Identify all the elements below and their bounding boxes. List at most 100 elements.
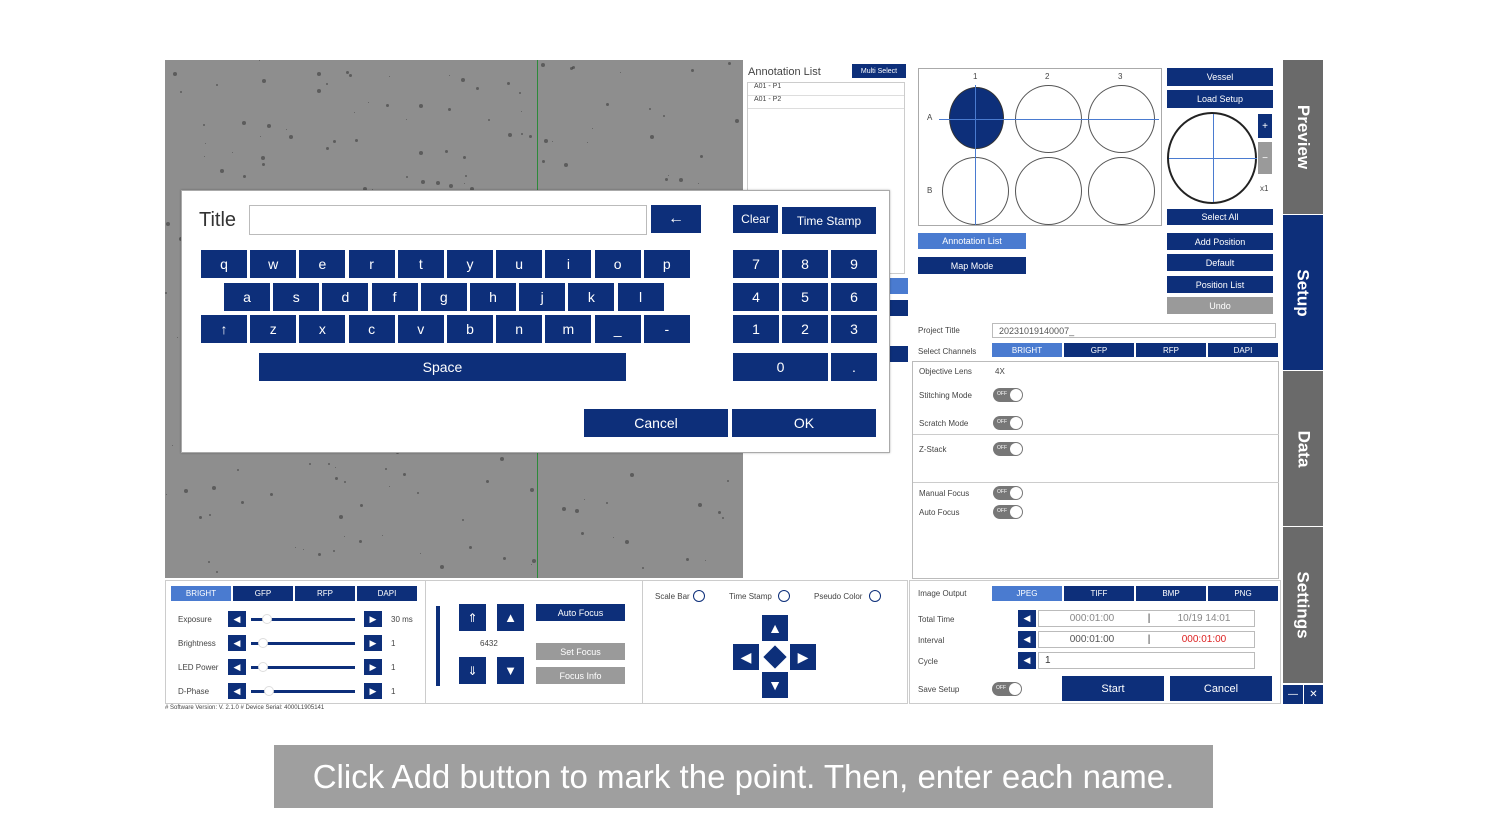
numpad-key-2[interactable]: 2 (782, 315, 828, 343)
well-detail-view[interactable] (1167, 112, 1257, 204)
key-1-row3[interactable]: z (250, 315, 297, 343)
auto-focus-button[interactable]: Auto Focus (536, 604, 625, 621)
undo-button[interactable]: Undo (1167, 297, 1273, 314)
stitching-toggle[interactable]: OFF (993, 388, 1023, 402)
clear-button[interactable]: Clear (733, 205, 778, 233)
focus-coarse-down-button[interactable]: ⇓ (459, 657, 486, 684)
close-button[interactable]: ✕ (1304, 685, 1323, 704)
ctrl-tab-gfp[interactable]: GFP (233, 586, 293, 601)
key-5-row1[interactable]: y (447, 250, 493, 278)
slider-thumb[interactable] (264, 686, 274, 696)
decrease-button[interactable]: ◀ (228, 683, 246, 699)
move-up-button[interactable]: ▲ (762, 615, 788, 641)
title-input[interactable] (249, 205, 647, 235)
slider-track[interactable] (251, 666, 355, 669)
key-1-row2[interactable]: s (273, 283, 320, 311)
dialog-ok-button[interactable]: OK (732, 409, 876, 437)
well-b3[interactable] (1088, 157, 1155, 225)
setup-cancel-button[interactable]: Cancel (1170, 676, 1272, 701)
format-tab-png[interactable]: PNG (1208, 586, 1278, 601)
key-1-row1[interactable]: w (250, 250, 297, 278)
decrease-button[interactable]: ◀ (228, 611, 246, 627)
select-all-button[interactable]: Select All (1167, 209, 1273, 225)
numpad-key-4[interactable]: 4 (733, 282, 779, 311)
annotation-item-1[interactable]: A01 - P1 (748, 83, 904, 96)
numpad-key-dot[interactable]: . (831, 353, 877, 381)
key-3-row3[interactable]: c (348, 315, 395, 343)
move-right-button[interactable]: ▶ (790, 644, 816, 670)
key-7-row3[interactable]: m (545, 315, 592, 343)
channel-tab-dapi[interactable]: DAPI (1208, 343, 1278, 357)
channel-tab-gfp[interactable]: GFP (1064, 343, 1134, 357)
multi-select-button[interactable]: Multi Select (852, 64, 906, 78)
load-setup-button[interactable]: Load Setup (1167, 90, 1273, 108)
numpad-key-0[interactable]: 0 (733, 353, 828, 381)
set-focus-button[interactable]: Set Focus (536, 643, 625, 660)
key-0-row1[interactable]: q (201, 250, 247, 278)
ctrl-tab-dapi[interactable]: DAPI (357, 586, 417, 601)
key-6-row3[interactable]: n (496, 315, 543, 343)
interval-field[interactable]: 000:01:00 | 000:01:00 (1038, 631, 1255, 648)
cycle-decrease-button[interactable]: ◀ (1018, 652, 1036, 669)
key-4-row2[interactable]: g (420, 283, 467, 311)
format-tab-bmp[interactable]: BMP (1136, 586, 1206, 601)
increase-button[interactable]: ▶ (364, 659, 382, 675)
scale-bar-radio[interactable] (693, 590, 705, 602)
slider-track[interactable] (251, 642, 355, 645)
slider-thumb[interactable] (262, 614, 272, 624)
numpad-key-6[interactable]: 6 (831, 282, 877, 311)
slider-thumb[interactable] (258, 638, 268, 648)
key-2-row3[interactable]: x (299, 315, 346, 343)
increase-button[interactable]: ▶ (364, 611, 382, 627)
plate-map[interactable]: 1 2 3 A B (918, 68, 1162, 226)
time-stamp-button[interactable]: Time Stamp (782, 207, 876, 234)
numpad-key-7[interactable]: 7 (733, 250, 779, 278)
move-down-button[interactable]: ▼ (762, 672, 788, 698)
pseudo-color-radio[interactable] (869, 590, 881, 602)
key-4-row1[interactable]: t (397, 250, 444, 278)
key-9-row3[interactable]: - (643, 315, 690, 343)
key-8-row2[interactable]: l (617, 283, 664, 311)
position-list-button[interactable]: Position List (1167, 276, 1273, 293)
numpad-key-1[interactable]: 1 (733, 315, 779, 343)
key-9-row1[interactable]: p (643, 250, 690, 278)
tab-data[interactable]: Data (1283, 371, 1323, 527)
focus-slider[interactable] (436, 606, 440, 686)
cycle-field[interactable]: 1 (1038, 652, 1255, 669)
total-time-field[interactable]: 000:01:00 | 10/19 14:01 (1038, 610, 1255, 627)
key-8-row3[interactable]: _ (594, 315, 641, 343)
key-7-row1[interactable]: i (545, 250, 592, 278)
project-title-input[interactable]: 20231019140007_ (992, 323, 1276, 338)
tab-setup[interactable]: Setup (1283, 215, 1323, 371)
focus-fine-up-button[interactable]: ▲ (497, 604, 524, 631)
map-mode-button[interactable]: Map Mode (918, 257, 1026, 274)
decrease-button[interactable]: ◀ (228, 635, 246, 651)
add-position-button[interactable]: Add Position (1167, 233, 1273, 250)
format-tab-jpeg[interactable]: JPEG (992, 586, 1062, 601)
numpad-key-3[interactable]: 3 (831, 315, 877, 343)
start-button[interactable]: Start (1062, 676, 1164, 701)
default-button[interactable]: Default (1167, 254, 1273, 271)
zstack-toggle[interactable]: OFF (993, 442, 1023, 456)
slider-track[interactable] (251, 690, 355, 693)
well-a1[interactable] (949, 87, 1004, 149)
slider-track[interactable] (251, 618, 355, 621)
vessel-button[interactable]: Vessel (1167, 68, 1273, 86)
scratch-toggle[interactable]: OFF (993, 416, 1023, 430)
annotation-item-2[interactable]: A01 - P2 (748, 96, 904, 109)
focus-fine-down-button[interactable]: ▼ (497, 657, 524, 684)
space-key[interactable]: Space (259, 353, 626, 381)
key-5-row3[interactable]: b (447, 315, 493, 343)
numpad-key-8[interactable]: 8 (782, 250, 828, 278)
increase-button[interactable]: ▶ (364, 683, 382, 699)
key-0-row3[interactable]: ↑ (201, 315, 247, 343)
key-6-row1[interactable]: u (496, 250, 543, 278)
zoom-out-button[interactable]: − (1258, 142, 1272, 174)
key-5-row2[interactable]: h (470, 283, 516, 311)
total-time-decrease-button[interactable]: ◀ (1018, 610, 1036, 627)
tab-preview[interactable]: Preview (1283, 60, 1323, 215)
numpad-key-5[interactable]: 5 (782, 282, 828, 311)
backspace-button[interactable]: ← (651, 205, 701, 233)
well-b2[interactable] (1015, 157, 1082, 225)
format-tab-tiff[interactable]: TIFF (1064, 586, 1134, 601)
